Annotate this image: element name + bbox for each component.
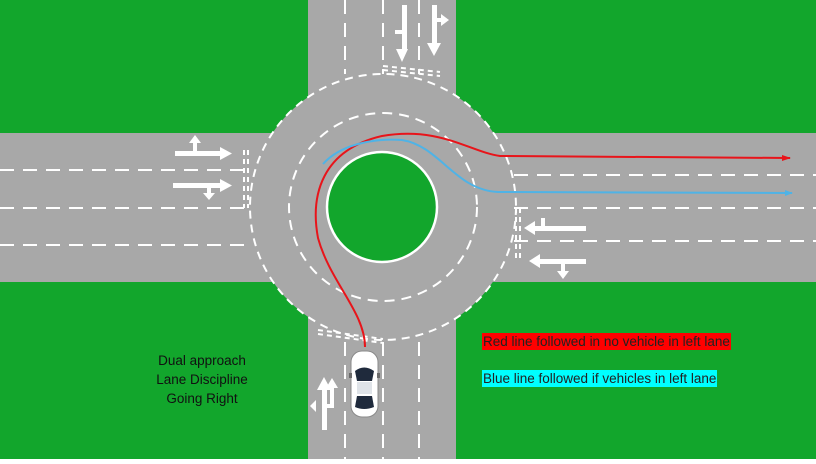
caption-line-1: Dual approach	[158, 353, 246, 368]
straight-right-arrow-icon	[173, 179, 232, 200]
red-path-arrowhead	[782, 155, 791, 161]
north-lane-markings	[344, 0, 420, 74]
give-way-markings	[243, 65, 521, 344]
left-turn-arrow-icon	[524, 218, 586, 235]
blue-path-line	[322, 138, 793, 194]
blue-path-arrowhead	[785, 190, 793, 196]
south-lane-markings	[344, 342, 420, 459]
outer-ring-edge	[249, 73, 517, 341]
diagram-caption: Dual approach Lane Discipline Going Righ…	[140, 351, 264, 408]
car-top-view-icon	[349, 350, 380, 418]
straight-right-arrow-icon	[529, 254, 586, 279]
west-lane-markings	[0, 169, 250, 246]
red-path-line	[314, 132, 791, 348]
left-turn-arrow-icon	[395, 5, 408, 62]
inner-lane-marking	[288, 112, 478, 302]
caption-line-3: Going Right	[166, 391, 238, 406]
central-island	[325, 150, 439, 264]
straight-right-arrow-icon	[427, 5, 449, 56]
road-arrows	[173, 5, 586, 430]
straight-left-arrow-icon	[175, 135, 232, 160]
east-lane-markings	[514, 174, 816, 242]
caption-line-2: Lane Discipline	[156, 372, 248, 387]
straight-left-arrow-icon	[310, 377, 338, 430]
red-line-legend: Red line followed in no vehicle in left …	[482, 333, 731, 350]
blue-line-legend: Blue line followed if vehicles in left l…	[482, 370, 718, 387]
